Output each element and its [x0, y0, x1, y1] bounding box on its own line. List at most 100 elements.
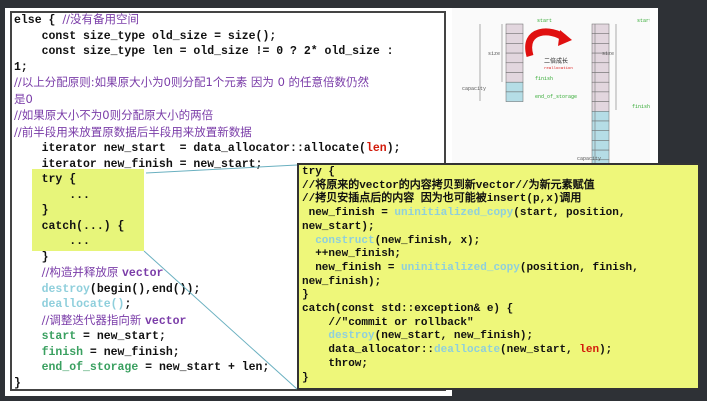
- code-token: deallocate(): [41, 298, 125, 311]
- code-token: const size_type len = old_size != 0 ? 2*…: [14, 45, 394, 58]
- code-line: new_finish = uninitialized_copy(position…: [302, 262, 639, 276]
- code-token: //没有备用空间: [62, 12, 140, 26]
- code-token: construct: [315, 234, 375, 247]
- code-token: (position, finish,: [519, 261, 639, 274]
- diagram-svg: start size finish capacity end_of_storag…: [462, 18, 650, 163]
- right-code: try {//将原来的vector的内容拷贝到新vector//为新元素赋值//…: [302, 166, 639, 385]
- code-line: //构造并释放原 vector: [14, 265, 401, 282]
- code-token: (new_start,: [500, 344, 580, 357]
- code-token: len: [579, 344, 600, 357]
- code-line: throw;: [302, 358, 639, 372]
- code-token: uninitialized_copy: [394, 207, 514, 220]
- code-line: finish = new_finish;: [14, 345, 401, 361]
- code-line: //前半段用来放置原数据后半段用来放置新数据: [14, 125, 401, 142]
- code-line: else { //没有备用空间: [14, 12, 401, 29]
- code-line: new_start);: [302, 221, 639, 235]
- code-token: ++new_finish;: [302, 248, 402, 261]
- code-token: iterator new_start = data_allocator::all…: [14, 142, 366, 155]
- code-token: try {: [14, 173, 77, 186]
- code-line: new_finish);: [302, 276, 639, 290]
- code-line: //如果原大小不为0则分配原大小的两倍: [14, 108, 401, 125]
- code-token: //拷贝安插点后的内容 因为也可能被insert(p,x)调用: [302, 193, 582, 206]
- code-token: (new_start, new_finish);: [374, 330, 534, 343]
- code-token: }: [14, 250, 49, 264]
- code-token: //构造并释放原: [41, 265, 123, 279]
- code-line: }: [14, 203, 401, 219]
- code-line: catch(...) {: [14, 219, 401, 235]
- code-token: destroy: [41, 282, 90, 296]
- code-token: //将原来的vector的内容拷贝到新vector//为新元素赋值: [302, 179, 595, 192]
- code-token: try {: [302, 166, 336, 178]
- label-grow: 二倍成长: [544, 57, 568, 65]
- code-token: deallocate: [434, 344, 501, 357]
- code-line: }: [302, 372, 639, 386]
- vector-realloc-diagram: start size finish capacity end_of_storag…: [452, 8, 650, 163]
- code-line: ...: [14, 234, 401, 250]
- code-token: vector: [122, 267, 164, 280]
- label-reallocation: reallocation: [544, 66, 573, 71]
- code-token: );: [386, 142, 401, 155]
- code-token: //调整迭代器指向新: [41, 312, 146, 327]
- code-token: ...: [14, 235, 90, 248]
- code-token: );: [599, 344, 613, 357]
- slide-edge: [650, 8, 658, 163]
- code-token: = new_finish;: [83, 345, 180, 359]
- code-token: (start, position,: [513, 207, 626, 220]
- code-token: throw;: [302, 357, 369, 370]
- code-line: end_of_storage = new_start + len;: [14, 360, 401, 376]
- code-token: = new_start;: [76, 330, 166, 343]
- code-token: (begin(),end());: [89, 282, 201, 296]
- storage-cell: [505, 91, 524, 102]
- code-token: 是0: [14, 91, 33, 106]
- code-line: destroy(new_start, new_finish);: [302, 330, 639, 344]
- code-line: ...: [14, 188, 401, 204]
- code-line: const size_type len = old_size != 0 ? 2*…: [14, 44, 401, 60]
- label-size-2: size: [602, 51, 614, 57]
- code-token: }: [302, 289, 309, 302]
- code-token: = new_start + len;: [138, 361, 270, 374]
- code-token: ...: [14, 188, 90, 202]
- label-finish: finish: [535, 76, 553, 82]
- code-token: }: [14, 204, 49, 217]
- code-token: catch(...) {: [14, 219, 125, 233]
- code-line: destroy(begin(),end());: [14, 282, 401, 298]
- code-line: }: [302, 289, 639, 303]
- code-line: 是0: [14, 92, 401, 109]
- label-start-2: start: [637, 18, 650, 24]
- code-line: //"commit or rollback": [302, 317, 639, 331]
- code-token: end_of_storage: [41, 361, 139, 374]
- code-line: catch(const std::exception& e) {: [302, 303, 639, 317]
- code-token: len: [365, 142, 387, 155]
- code-token: else {: [14, 14, 63, 27]
- left-code: else { //没有备用空间 const size_type old_size…: [14, 12, 401, 391]
- code-token: const size_type old_size = size();: [14, 29, 277, 43]
- code-token: (new_finish, x);: [374, 234, 481, 247]
- code-token: //以上分配原则:如果原大小为0则分配1个元素 因为 0 的任意倍数仍然: [14, 75, 370, 89]
- code-token: finish: [41, 345, 84, 359]
- code-token: //如果原大小不为0则分配原大小的两倍: [14, 108, 214, 122]
- code-token: start: [41, 330, 77, 343]
- code-token: [302, 330, 328, 342]
- code-token: vector: [145, 314, 187, 328]
- try-catch-highlight: [32, 169, 144, 251]
- label-finish-2: finish: [632, 104, 650, 110]
- code-token: ;: [124, 298, 132, 311]
- code-token: uninitialized_copy: [401, 261, 520, 274]
- code-token: [302, 235, 315, 247]
- code-token: data_allocator::: [302, 344, 435, 357]
- code-line: }: [14, 376, 401, 392]
- code-line: deallocate();: [14, 297, 401, 313]
- code-line: data_allocator::deallocate(new_start, le…: [302, 344, 639, 358]
- code-line: //拷贝安插点后的内容 因为也可能被insert(p,x)调用: [302, 193, 639, 207]
- code-token: 1;: [14, 60, 28, 74]
- code-line: //以上分配原则:如果原大小为0则分配1个元素 因为 0 的任意倍数仍然: [14, 75, 401, 92]
- code-line: //调整迭代器指向新 vector: [14, 313, 401, 330]
- try-catch-callout: [297, 163, 700, 390]
- code-token: new_finish);: [302, 275, 382, 288]
- code-line: const size_type old_size = size();: [14, 29, 401, 45]
- code-token: catch(const std::exception& e) {: [302, 303, 514, 316]
- code-line: new_finish = uninitialized_copy(start, p…: [302, 207, 639, 221]
- storage-cell: [591, 159, 610, 163]
- code-line: ++new_finish;: [302, 248, 639, 262]
- code-token: destroy: [328, 330, 375, 343]
